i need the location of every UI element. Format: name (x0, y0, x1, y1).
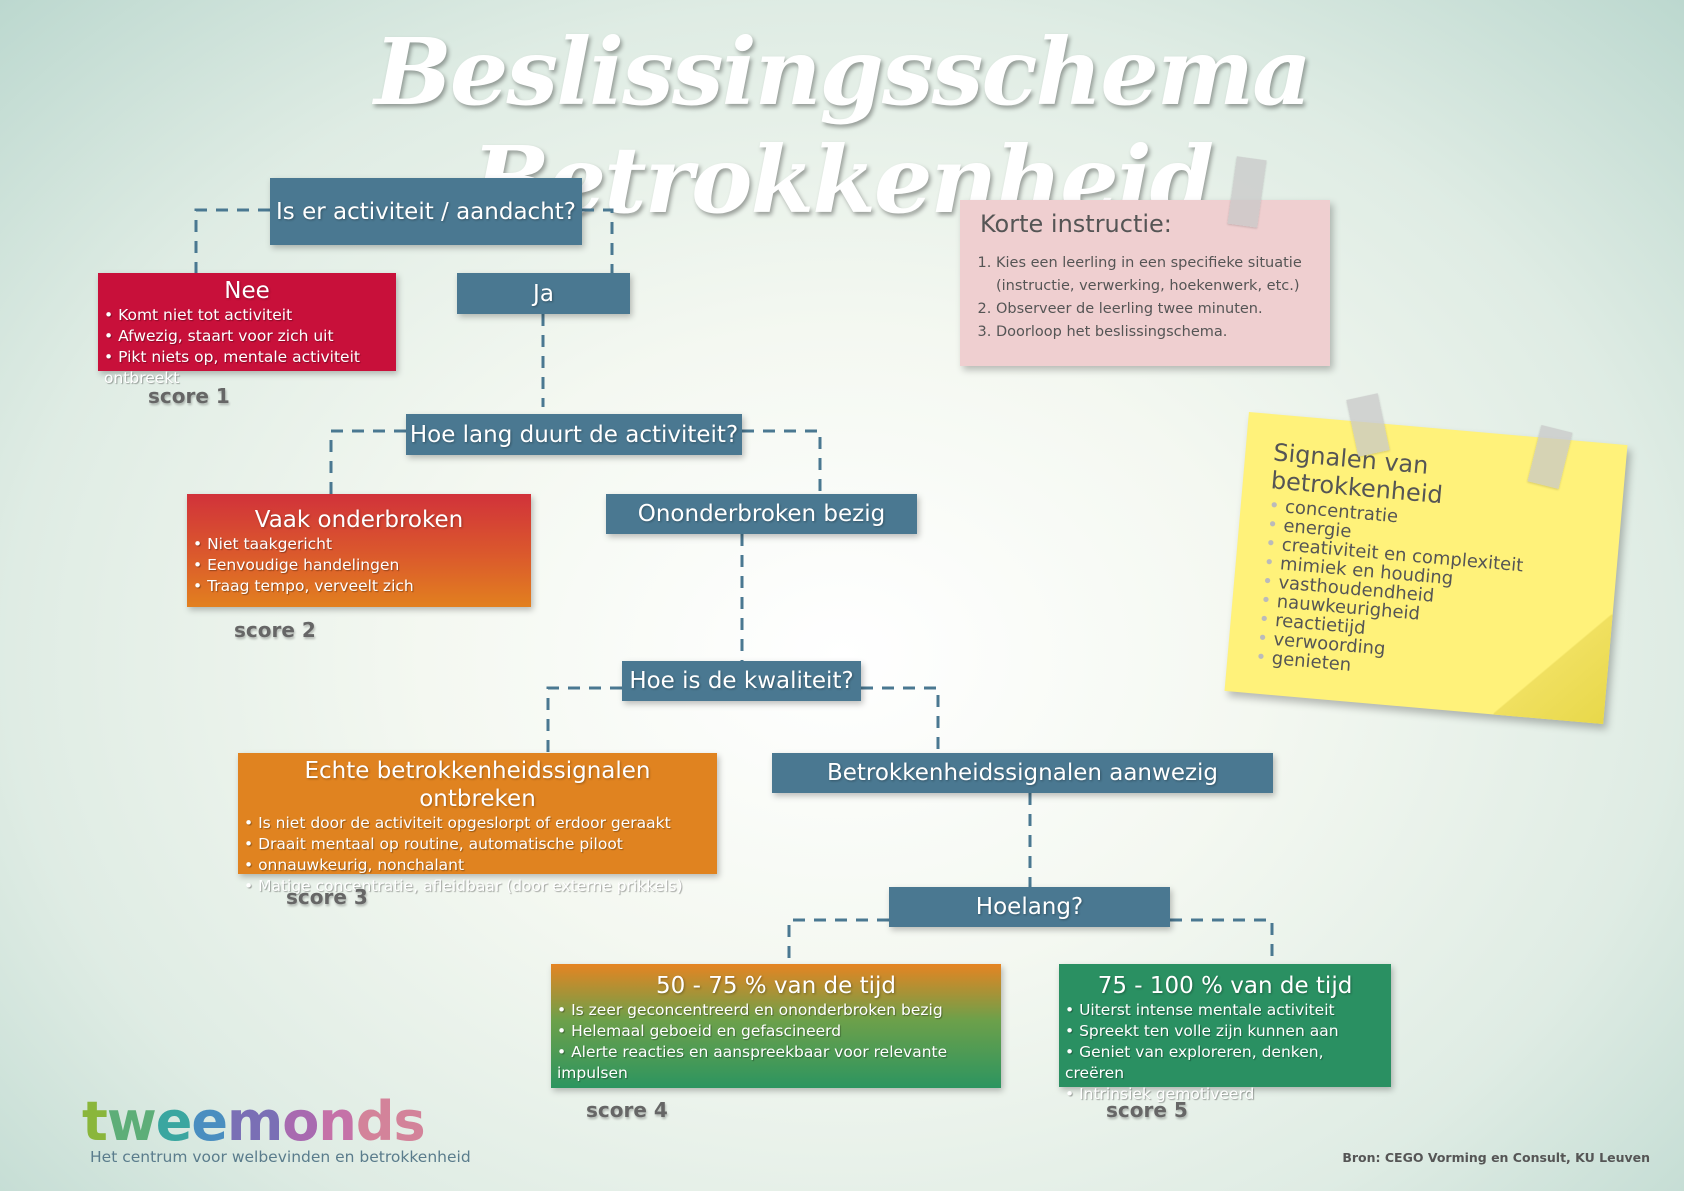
answer-ja-text: Ja (533, 280, 554, 307)
list-item: Traag tempo, verveelt zich (193, 576, 525, 597)
list-item: Komt niet tot activiteit (104, 305, 390, 326)
list-item: onnauwkeurig, nonchalant (244, 855, 711, 876)
answer-aanwezig: Betrokkenheidssignalen aanwezig (772, 753, 1273, 793)
answer-ja: Ja (457, 273, 630, 314)
instruction-note: Korte instructie: Kies een leerling in e… (960, 200, 1330, 366)
list-item: Kies een leerling in een specifieke situ… (996, 252, 1310, 298)
connector-q4-s5 (1170, 918, 1274, 962)
answer-ononderbroken: Ononderbroken bezig (606, 494, 917, 534)
list-item: Spreekt ten volle zijn kunnen aan (1065, 1021, 1385, 1042)
page-curl-decoration (1493, 604, 1613, 725)
result-75-100: 75 - 100 % van de tijd Uiterst intense m… (1059, 964, 1391, 1103)
question-hoelang-text: Hoelang? (975, 894, 1084, 920)
list-item: Matige concentratie, afleidbaar (door ex… (244, 876, 711, 897)
score-4-label: score 4 (586, 1098, 668, 1122)
instruction-heading: Korte instructie: (980, 210, 1172, 238)
result-vaak-heading: Vaak onderbroken (254, 507, 464, 533)
list-item: Alerte reacties en aanspreekbaar voor re… (557, 1042, 995, 1084)
list-item: Intrinsiek gemotiveerd (1065, 1084, 1385, 1105)
question-hoelang: Hoelang? (889, 887, 1170, 927)
question-quality-text: Hoe is de kwaliteit? (629, 668, 854, 694)
score-3-label: score 3 (286, 885, 368, 909)
result-50-75: 50 - 75 % van de tijd Is zeer geconcentr… (551, 964, 1001, 1088)
source-credit: Bron: CEGO Vorming en Consult, KU Leuven (1342, 1150, 1650, 1165)
list-item: Pikt niets op, mentale activiteit ontbre… (104, 347, 390, 389)
connector-q4-s4 (787, 918, 889, 962)
question-activity-text: Is er activiteit / aandacht? (276, 198, 576, 225)
list-item: Eenvoudige handelingen (193, 555, 525, 576)
answer-aanwezig-text: Betrokkenheidssignalen aanwezig (826, 760, 1219, 786)
list-item: Draait mentaal op routine, automatische … (244, 834, 711, 855)
result-nee: Nee Komt niet tot activiteit Afwezig, st… (98, 273, 396, 387)
question-quality: Hoe is de kwaliteit? (622, 661, 861, 701)
logo-tagline: Het centrum voor welbevinden en betrokke… (90, 1148, 471, 1166)
result-50-75-heading: 50 - 75 % van de tijd (656, 973, 896, 999)
connector-q2-ononderbroken (742, 429, 822, 494)
question-duration-text: Hoe lang duurt de activiteit? (409, 421, 739, 448)
list-item: Helemaal geboeid en gefascineerd (557, 1021, 995, 1042)
question-activity: Is er activiteit / aandacht? (270, 178, 582, 245)
score-2-label: score 2 (234, 618, 316, 642)
list-item: Uiterst intense mentale activiteit (1065, 1000, 1385, 1021)
list-item: Doorloop het beslissingschema. (996, 321, 1310, 344)
connector-q2-vaak (329, 429, 406, 494)
signals-note: Signalen van betrokkenheid concentratie … (1224, 411, 1628, 725)
result-vaak-onderbroken: Vaak onderbroken Niet taakgericht Eenvou… (187, 494, 531, 607)
result-echte-ontbreken: Echte betrokkenheidssignalen ontbreken I… (238, 753, 717, 895)
connector-q1-nee (194, 208, 270, 273)
score-1-label: score 1 (148, 384, 230, 408)
connector-q3-aanwezig (861, 686, 940, 753)
answer-ononderbroken-text: Ononderbroken bezig (637, 501, 886, 527)
connector-q3-echte (546, 686, 622, 753)
result-echte-heading: Echte betrokkenheidssignalen ontbreken (304, 758, 651, 812)
logo: tweemonds (82, 1090, 426, 1153)
list-item: Geniet van exploreren, denken, creëren (1065, 1042, 1385, 1084)
score-5-label: score 5 (1106, 1098, 1188, 1122)
list-item: Is zeer geconcentreerd en ononderbroken … (557, 1000, 995, 1021)
list-item: Is niet door de activiteit opgeslorpt of… (244, 813, 711, 834)
result-75-100-heading: 75 - 100 % van de tijd (1097, 973, 1353, 999)
list-item: Niet taakgericht (193, 534, 525, 555)
list-item: Afwezig, staart voor zich uit (104, 326, 390, 347)
page-title: Beslissingsschema Betrokkenheid (374, 18, 1312, 234)
list-item: Observeer de leerling twee minuten. (996, 298, 1310, 321)
result-nee-heading: Nee (224, 278, 270, 304)
question-duration: Hoe lang duurt de activiteit? (406, 414, 742, 455)
connector-q1-ja (582, 208, 614, 273)
